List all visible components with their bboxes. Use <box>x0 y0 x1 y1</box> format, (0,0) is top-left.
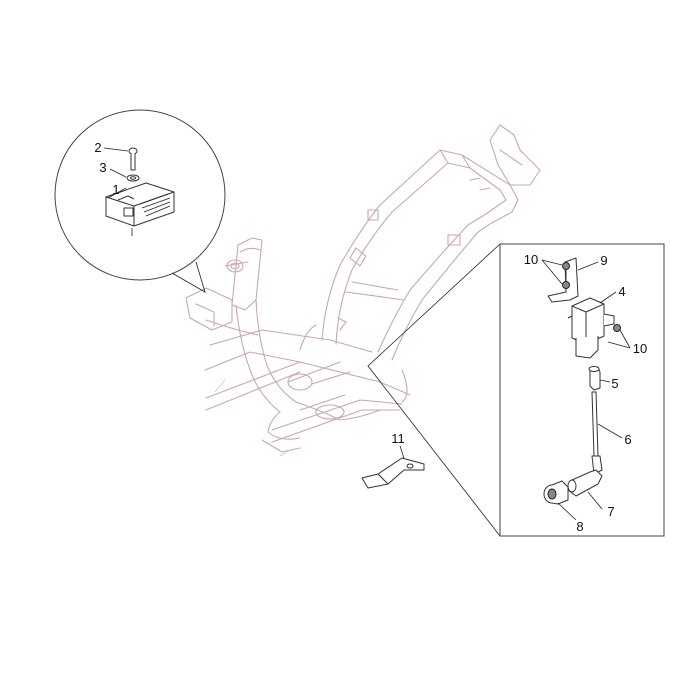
connector-part <box>588 366 601 391</box>
callout-3: 3 <box>99 160 106 175</box>
detail-circle-regulator <box>54 109 226 293</box>
callout-5: 5 <box>611 376 618 391</box>
scooter-frame <box>185 124 541 457</box>
washer-part <box>126 174 140 182</box>
callout-7: 7 <box>607 504 614 519</box>
callout-10-right: 10 <box>633 341 647 356</box>
ignition-coil-part <box>567 297 615 359</box>
callout-labels: 1 2 3 4 5 6 7 8 9 10 10 11 <box>94 140 647 534</box>
callout-9: 9 <box>600 253 607 268</box>
callout-6: 6 <box>624 432 631 447</box>
voltage-regulator-part <box>105 182 175 236</box>
nut-part <box>562 262 621 332</box>
ht-cable-part <box>591 391 599 457</box>
callout-1: 1 <box>112 182 119 197</box>
callout-11: 11 <box>391 431 405 446</box>
screw-part <box>128 147 138 171</box>
rubber-boot-part <box>543 480 569 505</box>
detail-box-ignition <box>367 243 665 537</box>
callout-8: 8 <box>576 519 583 534</box>
spark-plug-cap-part <box>567 455 603 497</box>
callout-2: 2 <box>94 140 101 155</box>
callout-10-top: 10 <box>524 252 538 267</box>
callout-4: 4 <box>618 284 625 299</box>
stand-bracket-part <box>361 445 425 489</box>
